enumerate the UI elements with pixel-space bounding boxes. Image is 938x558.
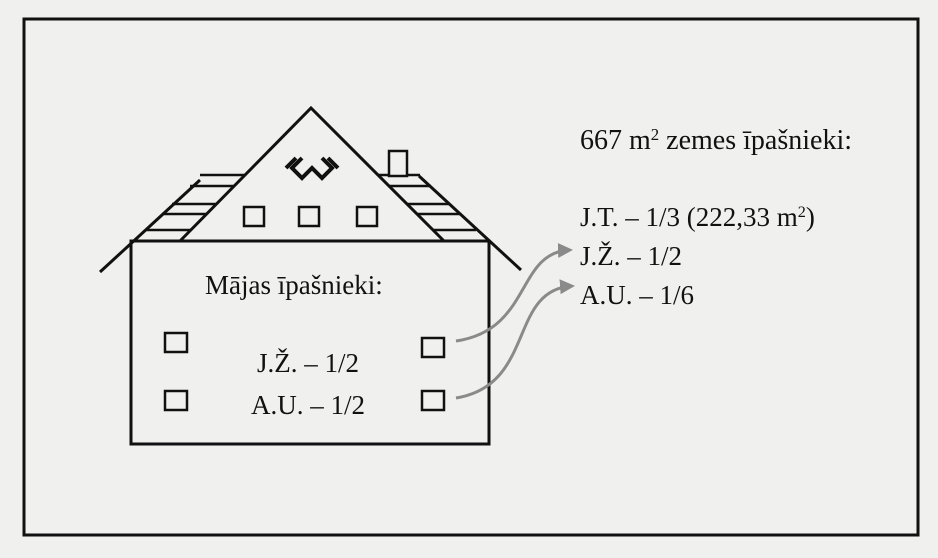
- lielvarde-knot-ornament-icon: [284, 156, 340, 181]
- roof-gable: [178, 105, 446, 243]
- land-title-prefix: 667 m: [580, 125, 651, 156]
- land-owner-jt-suffix: ): [805, 202, 815, 232]
- land-owner-jz-text: J.Ž. – 1/2: [580, 241, 683, 271]
- land-owner-jt-text: J.T. – 1/3 (222,33 m: [580, 202, 798, 232]
- house-body: [129, 239, 491, 446]
- roof-shingles-left: [132, 173, 244, 243]
- house-window-left-bottom: [163, 389, 189, 412]
- land-title-suffix: zemes īpašnieki:: [659, 125, 852, 156]
- house-owners-title: Mājas īpašnieki:: [205, 270, 383, 300]
- roof-eave-right: [417, 174, 523, 272]
- house-window-left-top: [163, 331, 189, 354]
- land-title-sup: 2: [650, 124, 660, 144]
- land-owners-title: 667 m2 zemes īpašnieki:: [580, 124, 852, 156]
- chimney-icon: [387, 149, 409, 178]
- gable-window-2: [297, 205, 321, 228]
- arrow-au: [455, 279, 575, 400]
- house-owner-au: A.U. – 1/2: [251, 390, 365, 420]
- land-owner-jt-sup: 2: [797, 203, 806, 222]
- house-window-right-top: [420, 336, 446, 359]
- land-owner-au: A.U. – 1/6: [580, 282, 694, 309]
- gable-window-1: [242, 205, 266, 228]
- gable-window-3: [355, 205, 379, 228]
- land-owner-jz: J.Ž. – 1/2: [580, 243, 682, 270]
- land-owner-jt: J.T. – 1/3 (222,33 m2): [580, 204, 815, 231]
- house-window-right-bottom: [420, 389, 446, 412]
- roof-shingles-right: [378, 173, 489, 243]
- slide-frame: [22, 17, 920, 537]
- arrow-jz: [455, 242, 573, 343]
- land-owner-au-text: A.U. – 1/6: [580, 280, 694, 310]
- roof-eave-left: [98, 178, 202, 274]
- house-owner-jz: J.Ž. – 1/2: [256, 348, 359, 378]
